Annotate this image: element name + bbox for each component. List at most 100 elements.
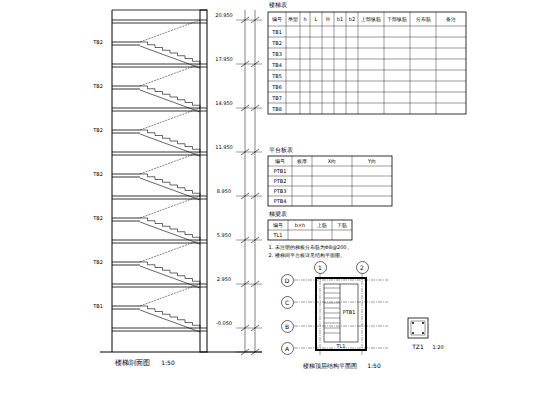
landing-slab [112, 177, 140, 178]
table-cell: b2 [348, 17, 355, 22]
drawing-label: 17.950 [215, 57, 234, 62]
table-cell: h [303, 17, 307, 22]
beam-table-col [312, 220, 313, 240]
landing-slab [112, 306, 140, 307]
drawing-label: 2.950 [216, 277, 231, 282]
stair-tread [324, 303, 340, 304]
drawing-label: 楼梯剖面图 [114, 360, 150, 367]
stair-flight [140, 42, 200, 64]
drawing-label: 2. 楼梯间平台板详见结构平面图。 [268, 253, 345, 258]
floor-slab [112, 23, 207, 24]
landing-slab [112, 86, 140, 87]
landing-slab [112, 265, 140, 266]
axis-label: A [281, 342, 294, 355]
dimension-line [255, 10, 256, 352]
stair-table-row [268, 70, 466, 71]
table-cell: H [326, 17, 331, 22]
stair-table [268, 12, 466, 114]
drawing-label: 1:20 [432, 345, 444, 350]
slab-table-row [268, 186, 392, 187]
axis-bubble: C [281, 296, 294, 309]
stair-soffit [140, 90, 200, 112]
table-cell: 类型 [288, 17, 299, 22]
stair-flight-seen [140, 284, 200, 306]
stair-flight [140, 174, 200, 196]
table-cell: 平台板表 [268, 147, 293, 153]
stair-wall [200, 10, 207, 352]
floor-slab [112, 243, 207, 244]
stair-tread [324, 328, 340, 329]
stair-flight-seen [140, 152, 200, 174]
landing-slab [112, 45, 140, 46]
stair-wall [112, 10, 113, 352]
stair-table-col [322, 12, 323, 114]
extension-line [236, 352, 262, 353]
stair-tread [324, 323, 340, 324]
table-cell: X向 [327, 159, 336, 164]
rebar-dot [412, 332, 414, 334]
landing-slab [112, 309, 140, 310]
stair-soffit [140, 310, 200, 332]
stair-flight-seen [140, 240, 200, 262]
drawing-label: PTB1 [342, 310, 356, 315]
rebar-dot [422, 332, 424, 334]
stair-table-col [334, 12, 335, 114]
axis-label: D [281, 274, 294, 287]
grid-line [294, 280, 388, 281]
drawing-label: 楼梯顶层结构平面图 [303, 363, 358, 369]
slab-table-col [312, 156, 313, 206]
stair-table-row [268, 48, 466, 49]
table-cell: 编号 [273, 223, 284, 228]
table-cell: TB4 [272, 62, 283, 67]
drawing-label: 楼梯表 [268, 2, 287, 8]
stair-table-col [346, 12, 347, 114]
bubble-circle [356, 261, 368, 273]
floor-slab [112, 287, 207, 288]
stair-tread [324, 288, 340, 289]
table-cell: 编号 [275, 159, 286, 164]
stair-flight [140, 86, 200, 108]
table-cell: 备注 [446, 17, 457, 22]
stair-table-col [384, 12, 385, 114]
stair-soffit [140, 266, 200, 288]
stair-soffit [140, 134, 200, 156]
axis-bubble: A [281, 342, 294, 355]
floor-slab [112, 240, 207, 241]
landing-slab [112, 221, 140, 222]
table-cell: 上部纵筋 [361, 17, 382, 22]
landing-slab [112, 130, 140, 131]
stair-table-row [268, 37, 466, 38]
floor-slab [112, 67, 207, 68]
stair-table-col [300, 12, 301, 114]
stair-tread [324, 318, 340, 319]
stair-table-col [436, 12, 437, 114]
table-cell: 梯梁表 [268, 211, 287, 217]
stair-table-row [268, 81, 466, 82]
stair-tread [324, 333, 340, 334]
axis-bubble: B [281, 320, 294, 333]
floor-slab [112, 111, 207, 112]
bubble-circle [281, 320, 293, 332]
grid-line [320, 274, 321, 356]
slab-table-col [292, 156, 293, 206]
extension-line [236, 20, 262, 21]
table-cell: 上筋 [317, 223, 328, 228]
floor-slab [112, 331, 207, 332]
stair-tread [324, 313, 340, 314]
stair-flight [140, 306, 200, 328]
drawing-label: TB2 [93, 172, 104, 177]
table-cell: PTB1 [273, 169, 287, 174]
floor-slab [112, 20, 207, 21]
floor-slab [112, 64, 207, 65]
stair-table-col [310, 12, 311, 114]
stair-flight [140, 130, 200, 152]
table-cell: 编号 [272, 17, 283, 22]
rebar-dot [412, 322, 414, 324]
floor-slab [112, 284, 207, 285]
extension-line [236, 108, 262, 109]
drawing-label: 5.950 [216, 233, 231, 238]
table-cell: TB3 [272, 51, 283, 56]
floor-slab [112, 155, 207, 156]
slab-table-col [352, 156, 353, 206]
stair-flight-seen [140, 64, 200, 86]
